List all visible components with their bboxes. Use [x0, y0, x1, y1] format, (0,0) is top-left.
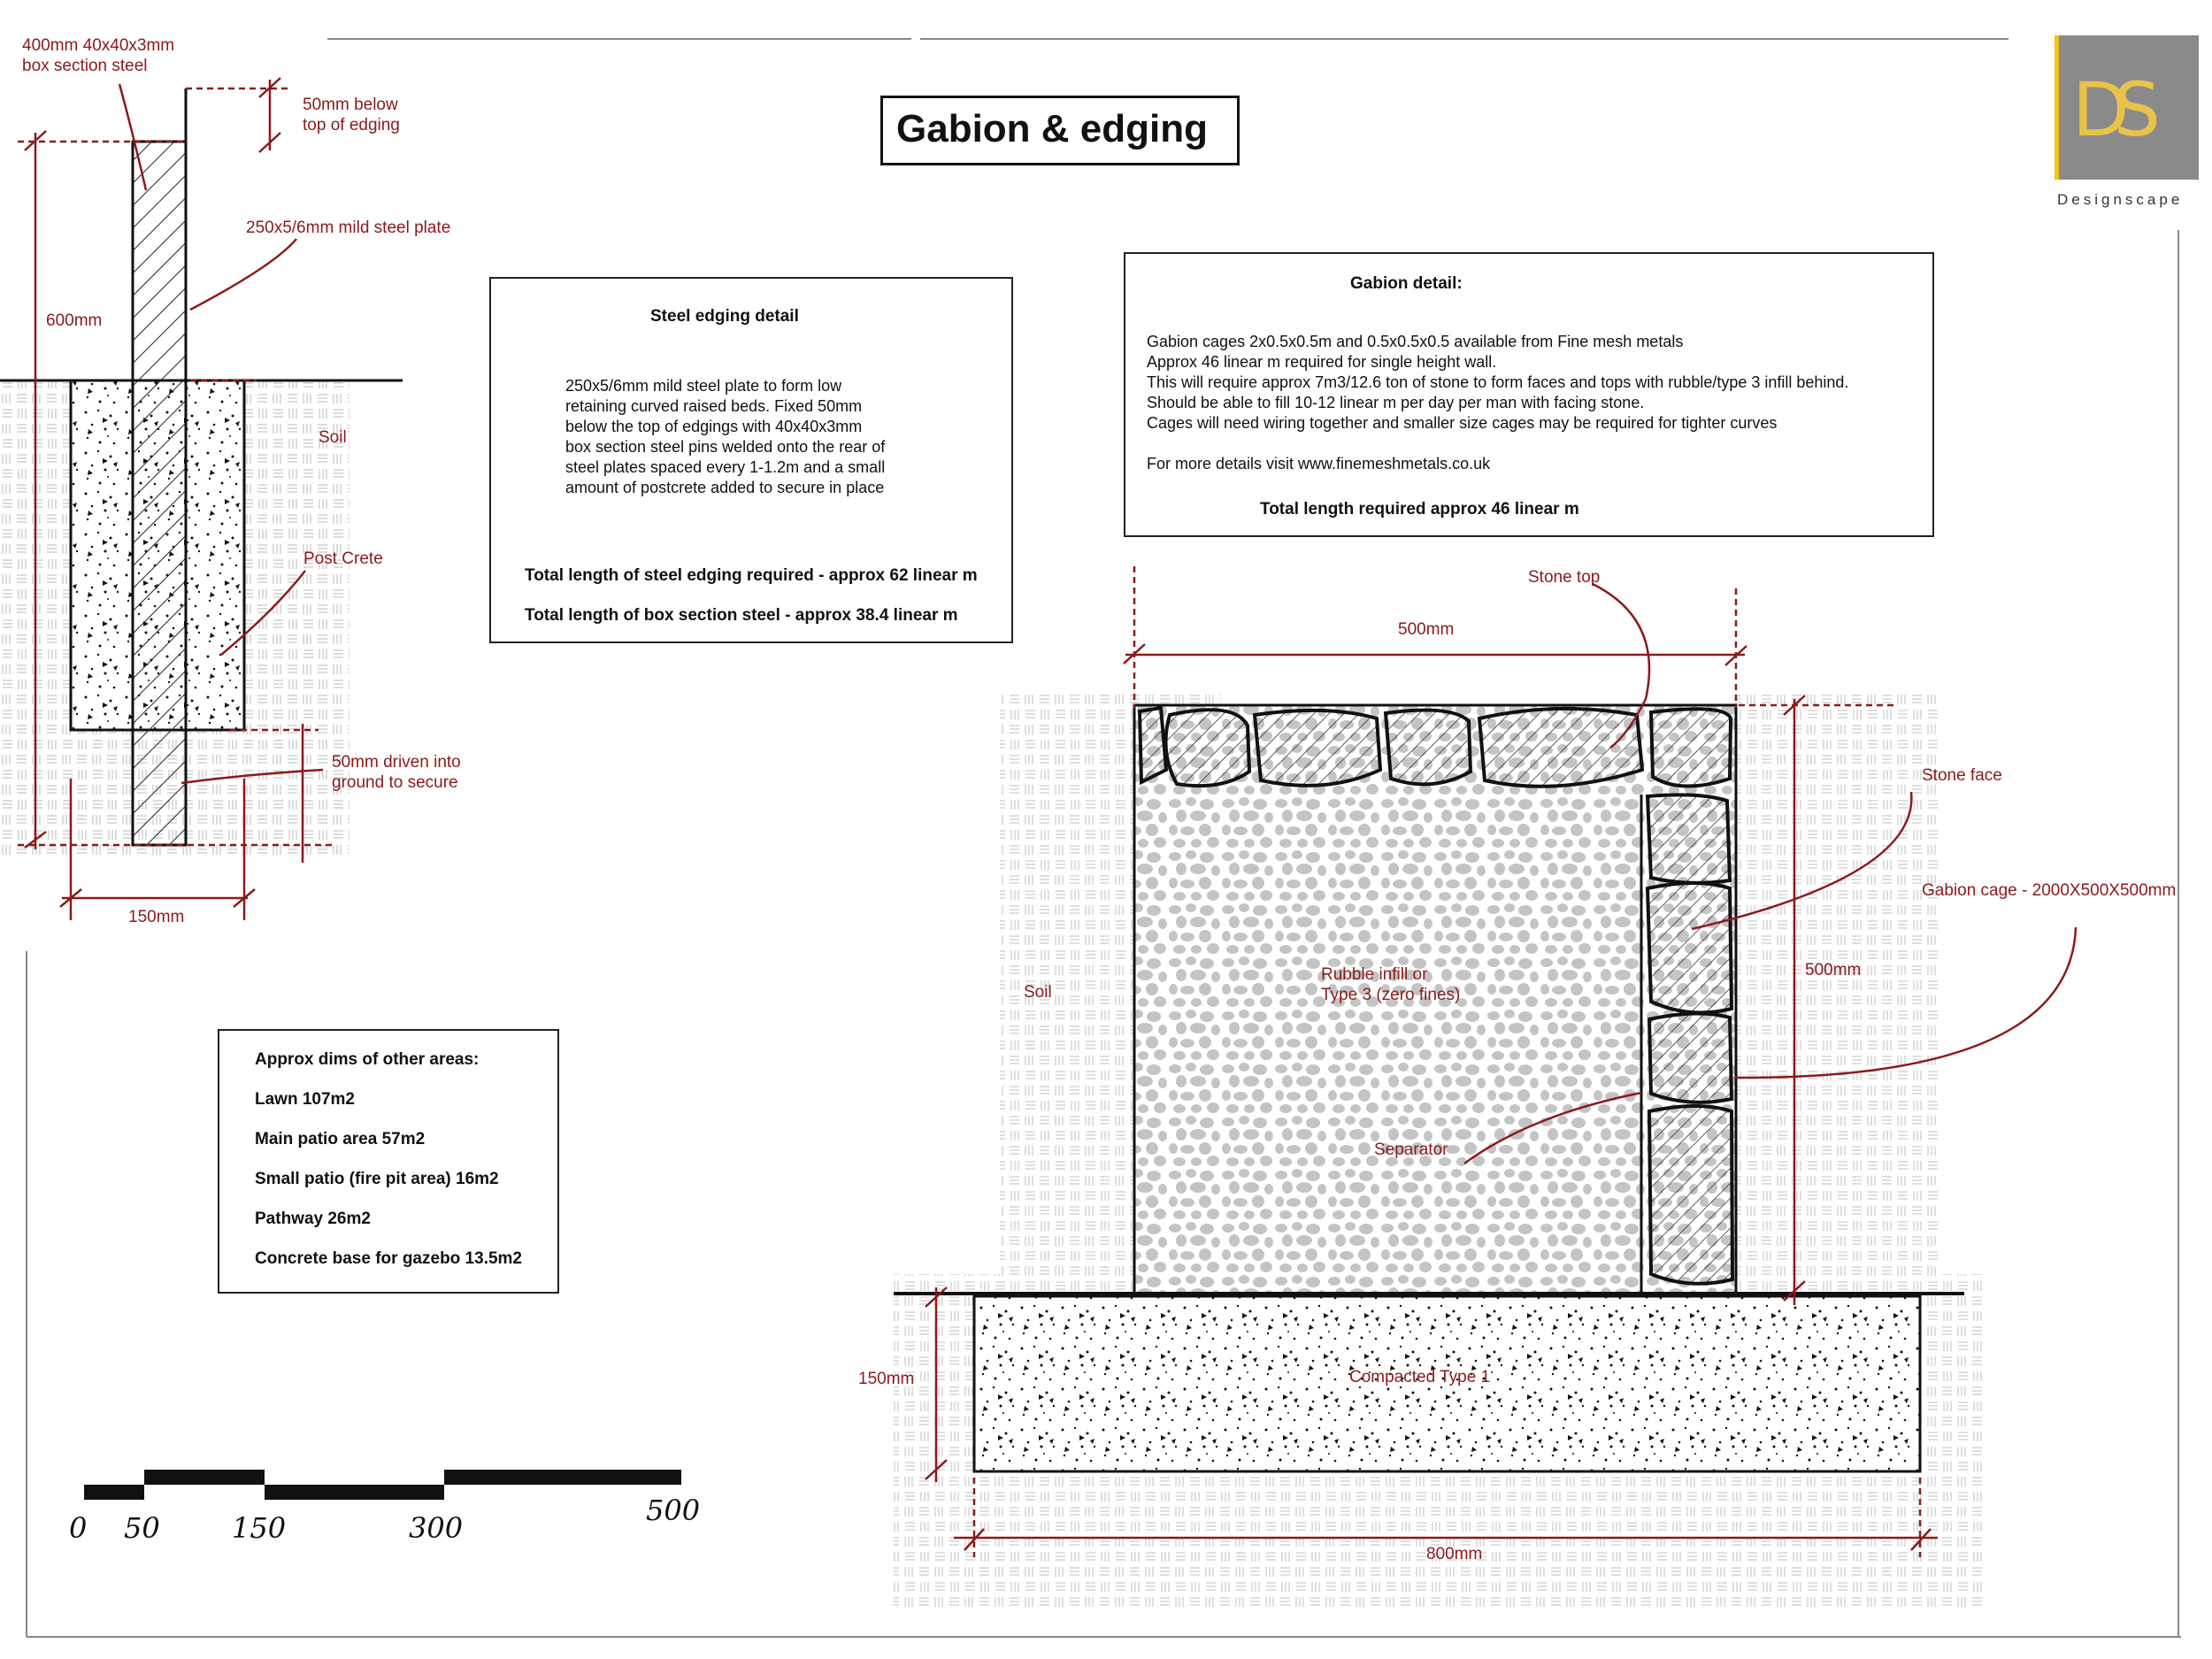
title-box: Gabion & edging	[880, 96, 1240, 165]
gabion-notes-link: For more details visit www.finemeshmetal…	[1147, 455, 1491, 472]
gabion-notes-line: Approx 46 linear m required for single h…	[1147, 353, 1497, 371]
area-item: Lawn 107m2	[255, 1090, 355, 1109]
logo-accent-bar	[2055, 35, 2059, 180]
steel-notes-line: box section steel pins welded onto the r…	[565, 438, 886, 456]
steel-notes-line: below the top of edgings with 40x40x3mm	[565, 418, 863, 435]
area-item: Small patio (fire pit area) 16m2	[255, 1170, 499, 1188]
label-soil-left: Soil	[319, 428, 347, 447]
gabion-notes-heading: Gabion detail:	[1350, 274, 1463, 293]
label-driven: 50mm driven into ground to secure	[332, 753, 461, 792]
approx-areas-box: Approx dims of other areas: Lawn 107m2 M…	[218, 1029, 559, 1294]
box-section-post	[131, 140, 188, 847]
label-500mm-top: 500mm	[1398, 620, 1455, 639]
steel-total-edging: Total length of steel edging required - …	[525, 566, 978, 585]
compacted-type1	[972, 1294, 1922, 1473]
gabion-total: Total length required approx 46 linear m	[1260, 500, 1579, 518]
area-item: Concrete base for gazebo 13.5m2	[255, 1249, 522, 1268]
scale-tick-label: 50	[124, 1511, 160, 1545]
steel-notes-line: amount of postcrete added to secure in p…	[565, 479, 885, 496]
stone-top	[1137, 705, 1733, 788]
sheet-border	[26, 38, 2181, 1638]
label-gabion-cage: Gabion cage - 2000X500X500mm	[1922, 881, 2177, 900]
steel-total-box-section: Total length of box section steel - appr…	[525, 606, 958, 625]
area-item: Pathway 26m2	[255, 1210, 371, 1228]
label-stone-face: Stone face	[1922, 766, 2002, 785]
steel-edging-section	[0, 77, 403, 920]
steel-edging-notes: Steel edging detail 250x5/6mm mild steel…	[489, 277, 1013, 643]
label-box-section: 400mm 40x40x3mm box section steel	[22, 36, 175, 75]
label-below-top: 50mm below top of edging	[303, 96, 400, 134]
area-item: Main patio area 57m2	[255, 1130, 426, 1148]
gabion-section	[894, 566, 2078, 1610]
gabion-soil-right	[1734, 690, 1938, 1274]
page-title: Gabion & edging	[896, 107, 1208, 150]
gabion-cage	[1133, 703, 1738, 1295]
gabion-notes-line: Should be able to fill 10-12 linear m pe…	[1147, 394, 1645, 411]
gabion-notes-body: Gabion cages 2x0.5x0.5m and 0.5x0.5x0.5 …	[1147, 332, 1848, 474]
label-500mm-height: 500mm	[1805, 961, 1862, 979]
scale-tick-label: 0	[69, 1511, 88, 1545]
steel-notes-line: retaining curved raised beds. Fixed 50mm	[565, 397, 863, 415]
scale-tick-label: 150	[232, 1511, 287, 1545]
label-800mm: 800mm	[1426, 1545, 1483, 1563]
scale-bar	[84, 1470, 681, 1500]
scale-tick-label: 300	[409, 1511, 464, 1545]
stone-face	[1645, 793, 1735, 1286]
label-rubble-infill: Rubble infill or Type 3 (zero fines)	[1321, 965, 1461, 1004]
designscape-logo: DS	[2055, 35, 2199, 180]
steel-notes-body: 250x5/6mm mild steel plate to form low r…	[565, 376, 885, 498]
scale-tick-label: 500	[646, 1494, 701, 1527]
label-postcrete: Post Crete	[303, 549, 383, 568]
label-steel-plate: 250x5/6mm mild steel plate	[246, 219, 451, 237]
label-separator: Separator	[1374, 1141, 1448, 1159]
steel-notes-line: 250x5/6mm mild steel plate to form low	[565, 377, 842, 395]
logo-monogram: DS	[2072, 66, 2161, 153]
label-600mm: 600mm	[46, 311, 103, 330]
gabion-notes-line: Gabion cages 2x0.5x0.5m and 0.5x0.5x0.5 …	[1147, 333, 1684, 350]
gabion-notes: Gabion detail: Gabion cages 2x0.5x0.5m a…	[1124, 252, 1934, 537]
areas-heading: Approx dims of other areas:	[255, 1050, 480, 1069]
label-150mm-base: 150mm	[858, 1370, 915, 1388]
steel-notes-heading: Steel edging detail	[650, 307, 799, 326]
label-compacted-type1: Compacted Type 1	[1349, 1368, 1491, 1386]
gabion-notes-line: Cages will need wiring together and smal…	[1147, 414, 1778, 432]
label-stone-top: Stone top	[1528, 568, 1601, 587]
steel-notes-line: steel plates spaced every 1-1.2m and a s…	[565, 458, 886, 476]
gabion-dimension-lines	[925, 566, 2078, 1557]
steel-dimension-lines	[18, 77, 336, 920]
gabion-notes-line: This will require approx 7m3/12.6 ton of…	[1147, 373, 1849, 391]
label-150mm-steel: 150mm	[128, 908, 185, 926]
label-soil-right: Soil	[1024, 983, 1052, 1002]
brand-name: Designscape	[2057, 191, 2184, 208]
